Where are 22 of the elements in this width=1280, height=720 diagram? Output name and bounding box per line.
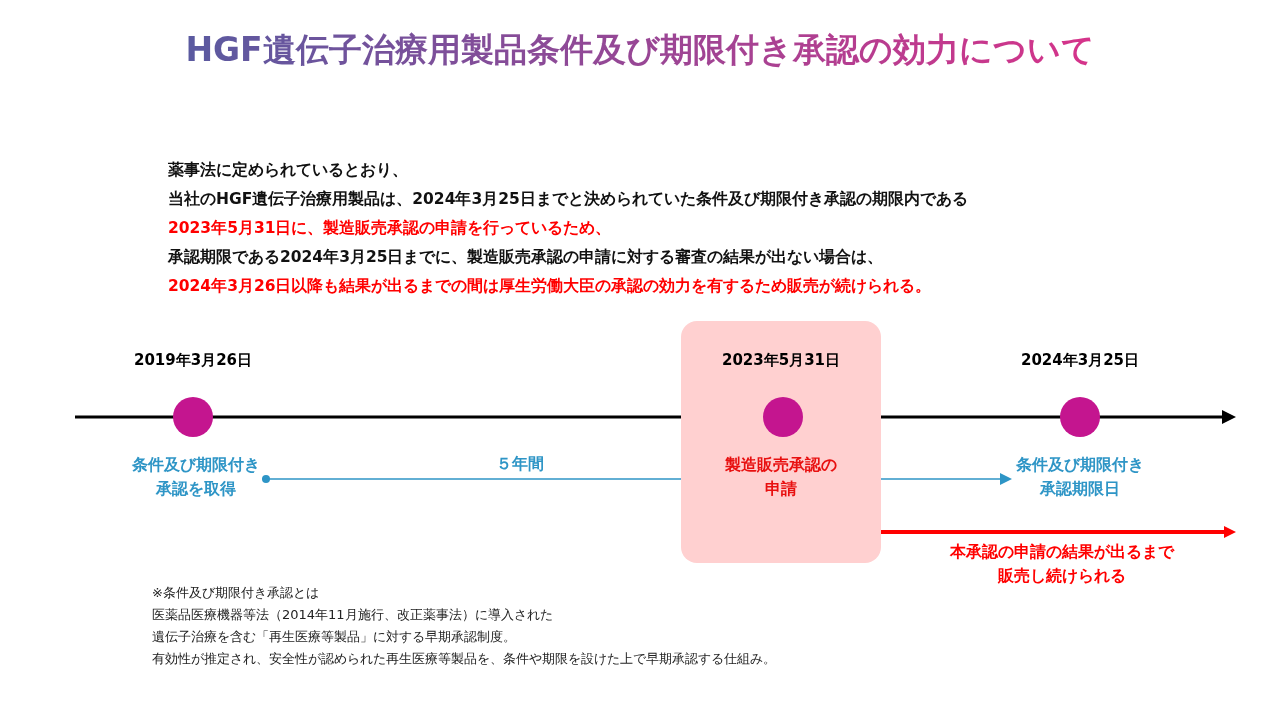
description-text: 薬事法に定められているとおり、 — [168, 160, 408, 181]
footnote-text: 医薬品医療機器等法（2014年11月施行、改正薬事法）に導入された — [152, 606, 553, 624]
description-text: 当社のHGF遺伝子治療用製品は、2024年3月25日までと決められていた条件及び期限付き承認の期限内である — [168, 189, 968, 210]
edge-label: 本承認の申請の結果が出るまで販売し続けられる — [949, 541, 1176, 587]
milestone-label: 条件及び期限付き承認期限日 — [1012, 453, 1148, 501]
milestone-dot — [1060, 397, 1100, 437]
date-text: 2019年3月26日 — [133, 351, 253, 370]
footnote-text: ※条件及び期限付き承認とは — [152, 584, 319, 602]
date-text: 2023年5月31日 — [720, 351, 842, 370]
description-text: 2023年5月31日に、製造販売承認の申請を行っているため、 — [168, 218, 612, 239]
milestone-label: 製造販売承認の申請 — [724, 454, 838, 500]
description-text: 承認期限である2024年3月25日までに、製造販売承認の申請に対する審査の結果が出ない場合は、 — [168, 247, 884, 268]
milestone-dot — [173, 397, 213, 437]
arrow — [881, 526, 1236, 538]
footnote-text: 有効性が推定され、安全性が認められた再生医療等製品を、条件や期限を設けた上で早期承認する仕組み。 — [152, 650, 776, 668]
edge-label: ５年間 — [495, 453, 545, 475]
highlight-panel — [681, 321, 881, 563]
milestone-label: 条件及び期限付き承認を取得 — [128, 453, 264, 501]
description-text: 2024年3月26日以降も結果が出るまでの間は厚生労働大臣の承認の効力を有するため販売が続けられる。 — [168, 276, 932, 297]
footnote-text: 遺伝子治療を含む「再生医療等製品」に対する早期承認制度。 — [152, 628, 516, 646]
milestone-dot — [763, 397, 803, 437]
date-text: 2024年3月25日 — [1020, 351, 1140, 370]
